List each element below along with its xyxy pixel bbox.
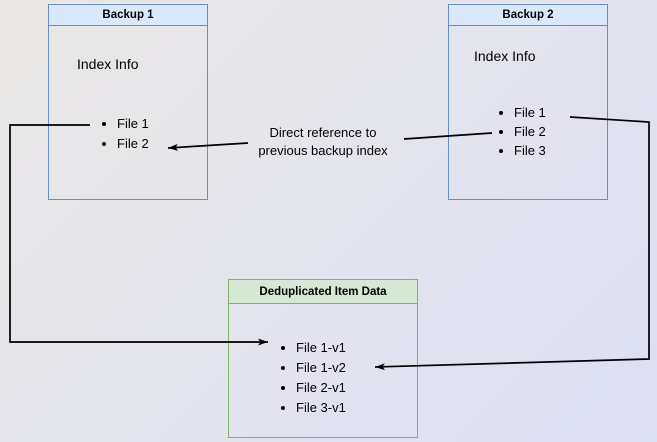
backup1-header: Backup 1 bbox=[49, 5, 207, 26]
backup2-index-info-label: Index Info bbox=[474, 48, 536, 64]
list-item: File 3 bbox=[514, 141, 546, 160]
backup2-title: Backup 2 bbox=[502, 9, 554, 21]
dedup-title: Deduplicated Item Data bbox=[259, 285, 387, 298]
backup1-box: Backup 1 Index Info File 1File 2 bbox=[48, 4, 208, 200]
list-item: File 2 bbox=[117, 134, 149, 154]
backup1-file-list: File 1File 2 bbox=[101, 114, 149, 154]
list-item: File 1-v1 bbox=[296, 338, 346, 358]
dedup-header: Deduplicated Item Data bbox=[229, 280, 417, 304]
list-item: File 1 bbox=[514, 103, 546, 122]
backup2-box: Backup 2 Index Info File 1File 2File 3 bbox=[448, 4, 608, 200]
list-item: File 3-v1 bbox=[296, 398, 346, 418]
list-item: File 1-v2 bbox=[296, 358, 346, 378]
dedup-file-list: File 1-v1File 1-v2File 2-v1File 3-v1 bbox=[280, 338, 346, 418]
dedup-box: Deduplicated Item Data File 1-v1File 1-v… bbox=[228, 279, 418, 438]
arrow-annotation-line2: previous backup index bbox=[258, 143, 388, 158]
backup1-index-info-label: Index Info bbox=[77, 56, 139, 72]
list-item: File 1 bbox=[117, 114, 149, 134]
list-item: File 2-v1 bbox=[296, 378, 346, 398]
backup2-file-list: File 1File 2File 3 bbox=[498, 103, 546, 160]
backup1-title: Backup 1 bbox=[102, 9, 154, 21]
arrow-annotation: Direct reference to previous backup inde… bbox=[238, 124, 408, 160]
backup2-header: Backup 2 bbox=[449, 5, 607, 26]
list-item: File 2 bbox=[514, 122, 546, 141]
arrow-annotation-line1: Direct reference to bbox=[269, 125, 377, 140]
